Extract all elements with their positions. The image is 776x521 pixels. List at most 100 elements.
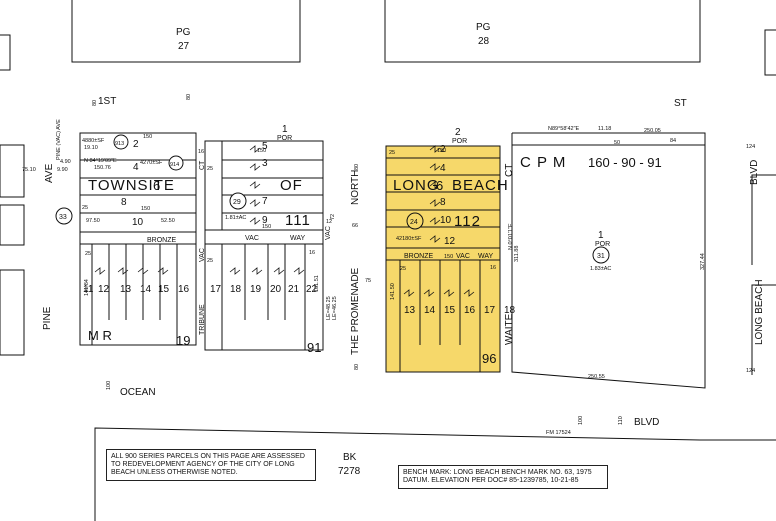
dim-100: 100: [106, 381, 112, 390]
lot-label: 8: [440, 197, 446, 208]
dim-66: 66: [352, 223, 358, 229]
highlighted-block: [385, 145, 501, 373]
area-42180: 42180±SF: [396, 236, 422, 242]
street-promenade: THE PROMENADE: [350, 267, 361, 355]
cpm-parcel: [511, 132, 706, 389]
lot-label: 20: [270, 284, 282, 295]
dim-25: 25: [207, 258, 213, 264]
lot-label: 18: [230, 284, 242, 295]
parcel-24: 24: [410, 219, 418, 226]
dim-327-44: 327.44: [700, 253, 706, 270]
dim-100: 100: [578, 416, 584, 425]
parcel-33: 33: [59, 214, 67, 221]
por-cpm: POR: [595, 241, 610, 248]
parcel-31: 31: [597, 253, 605, 260]
tract-beach: BEACH: [452, 177, 509, 194]
lot-label: 13: [404, 305, 416, 316]
tract-townsite: TOWNSITE: [88, 177, 175, 194]
right-block: [386, 157, 500, 372]
dim-72: 72: [330, 214, 336, 220]
lot-label: 16: [464, 305, 476, 316]
block-2-right: 2: [455, 127, 461, 138]
parcel-914: 914: [170, 162, 179, 168]
lot-label: 19: [250, 284, 262, 295]
dim-25: 25: [82, 205, 88, 211]
street-ct-left: CT: [199, 160, 206, 170]
area-183: 1.83±AC: [590, 266, 611, 272]
area-4270: 4270±SF: [140, 160, 163, 166]
lot-label: 8: [121, 197, 127, 208]
street-way-right: WAY: [478, 253, 493, 260]
dim-141-50: 141.50: [390, 283, 396, 300]
dim-311-88: 311.88: [514, 246, 520, 262]
street-ave: AVE: [44, 163, 55, 183]
lot-label: 16: [178, 284, 190, 295]
dim-150-76: 150.76: [94, 165, 111, 171]
block-1-cpm: 1: [598, 230, 604, 241]
dim-16: 16: [490, 265, 496, 271]
parcel-914-circle: [168, 155, 184, 171]
parcel-913: 913: [115, 141, 124, 147]
street-ocean: OCEAN: [120, 387, 156, 398]
parcel-24-circle[interactable]: [406, 212, 424, 230]
dim-150: 150: [141, 206, 150, 212]
dim-12: 12: [326, 219, 332, 225]
fm-number: FM 17524: [546, 430, 571, 436]
lot-label: 22: [306, 284, 318, 295]
street-north: NORTH: [350, 170, 361, 205]
dim-4-90: 4.90: [60, 159, 71, 165]
street-blvd-bottom: BLVD: [634, 417, 659, 428]
street-bronze-left: BRONZE: [147, 237, 177, 244]
dim-25: 25: [389, 150, 395, 156]
street-waite: WAITE: [504, 313, 515, 345]
dim-11-18: 11.18: [598, 126, 611, 132]
lot-label: 2: [133, 139, 139, 150]
street-vac-left: VAC: [245, 235, 259, 242]
parcel-33-circle: [55, 207, 73, 225]
street-bronze-right: BRONZE: [404, 253, 434, 260]
lot-label: 15: [444, 305, 456, 316]
lot-label: 12: [98, 284, 110, 295]
lot-label: 11: [83, 284, 94, 295]
dim-80: 80: [186, 94, 192, 100]
page-ref-right: [384, 0, 701, 63]
dim-150: 150: [437, 148, 446, 154]
dim-150: 150: [143, 134, 152, 140]
page-ref-right-pg: PG: [476, 22, 491, 33]
dim-19-10: 19.10: [84, 145, 98, 151]
lot-label: 3: [262, 158, 268, 169]
dim-75-10: 75.10: [22, 167, 36, 173]
dim-75: 75: [365, 278, 371, 284]
lot-label: 17: [210, 284, 222, 295]
block-91: 91: [307, 340, 321, 355]
page-ref-right-num: 28: [478, 36, 490, 47]
left-block: [79, 132, 197, 346]
page-ref-left: [71, 0, 301, 63]
bearing: N89°58'42"E: [548, 126, 580, 132]
area-181: 1.81±AC: [225, 215, 246, 221]
block-1-left: 1: [282, 124, 288, 135]
lot-label: 10: [440, 215, 452, 226]
lot-label: 14: [140, 284, 152, 295]
dim-150: 150: [257, 148, 266, 154]
por-left: POR: [277, 135, 292, 142]
dim-52-50: 52.50: [161, 218, 175, 224]
parcel-29-circle: [229, 192, 247, 210]
dim-25: 25: [85, 251, 91, 257]
lot-label: 18: [504, 305, 516, 316]
lot-label: 15: [158, 284, 170, 295]
bottom-parcel: [94, 427, 776, 521]
lot-label: 4: [440, 163, 446, 174]
page-ref-left-pg: PG: [176, 27, 191, 38]
street-tribune: TRIBUNE: [199, 304, 206, 335]
dim-le-1: LE=48.25: [326, 296, 332, 320]
block-112: 112: [454, 213, 481, 230]
tract-long: LONG: [393, 177, 440, 194]
street-blvd-right: BLVD: [749, 160, 760, 185]
street-long-beach: LONG BEACH: [754, 279, 765, 345]
tract-mr: M R: [88, 328, 112, 343]
middle-block: [204, 140, 324, 351]
dim-97-50: 97.50: [86, 218, 100, 224]
dim-80: 80: [354, 364, 360, 370]
